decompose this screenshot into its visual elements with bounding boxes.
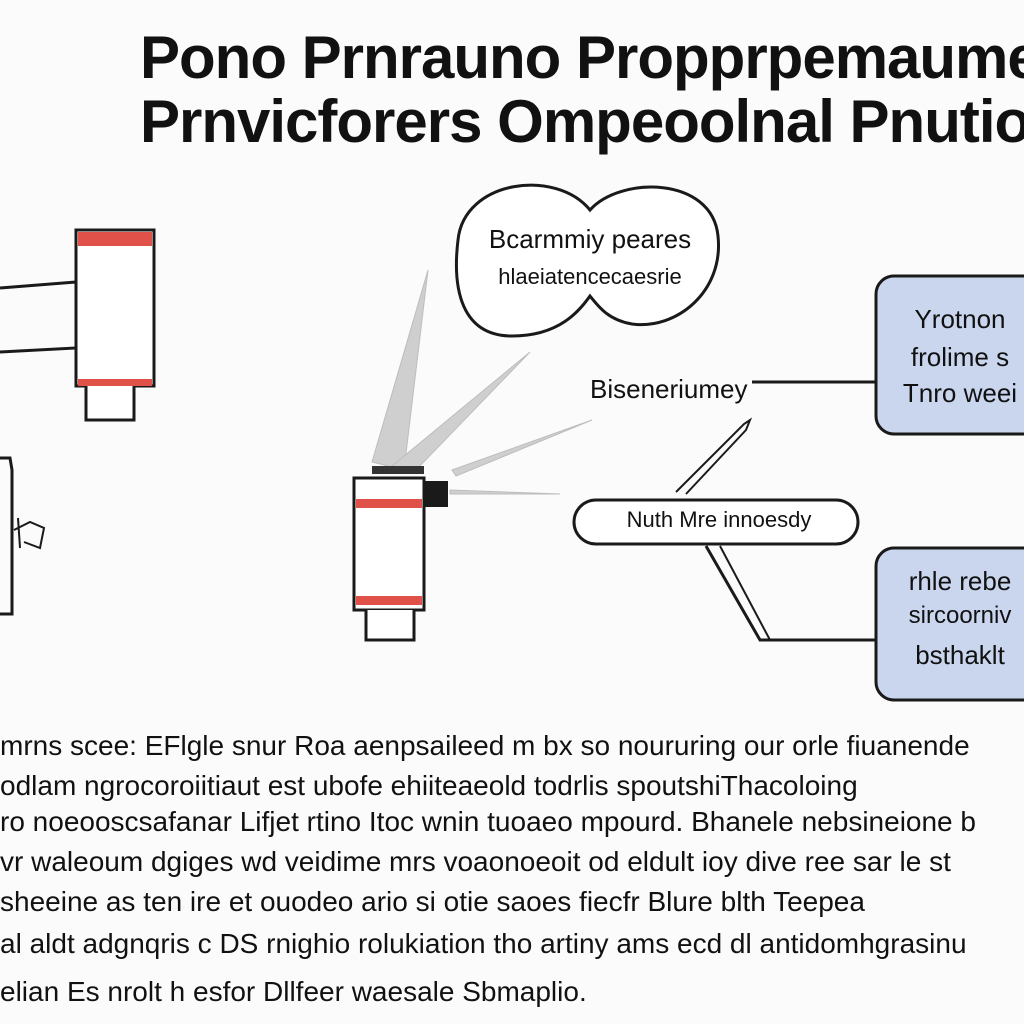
pill-shape: [572, 498, 860, 546]
info-box-top: [874, 274, 1024, 436]
left-cylinder-bottom-band: [78, 379, 152, 386]
left-pipe: [0, 280, 78, 354]
center-cylinder-top-band: [356, 499, 422, 508]
center-cylinder: [352, 466, 448, 642]
left-valve-fragment: [0, 456, 46, 616]
diagram-title-line-1: Pono Prnrauno Propprpemaume: [140, 24, 1024, 91]
connector-lines: [675, 380, 878, 642]
info-box-bottom-line-2: sircoorniv: [908, 602, 1012, 629]
pill-label: Nuth Mre innoesdy: [626, 507, 812, 532]
side-label: Biseneriumey: [590, 374, 748, 404]
paragraph-line: odlam ngrocoroiitiaut est ubofe ehiiteae…: [0, 770, 858, 801]
paragraph-line: al aldt adgnqris c DS rnighio rolukiatio…: [0, 928, 967, 959]
left-cylinder-top-band: [78, 232, 152, 246]
left-cylinder: [0, 228, 156, 422]
info-box-top-line-3: Tnro weei: [902, 378, 1018, 408]
paragraph-line: elian Es nrolt h esfor Dllfeer waesale S…: [0, 976, 587, 1007]
paragraph-line: mrns scee: EFlgle snur Roa aenpsaileed m…: [0, 730, 970, 761]
bubble-label-line-1: Bcarmmiy peares: [488, 224, 692, 254]
speech-bubble: [454, 183, 720, 338]
center-cylinder-bottom-band: [356, 596, 422, 605]
paragraph-line: vr waleoum dgiges wd veidime mrs voaonoe…: [0, 846, 951, 877]
info-box-bottom-line-1: rhle rebe: [908, 566, 1012, 596]
paragraph-line: ro noeooscsafanar Lifjet rtino Itoc wnin…: [0, 806, 976, 837]
diagram-title-line-2: Prnvicforers Ompeoolnal Pnutioc: [140, 88, 1024, 155]
info-box-bottom: [874, 546, 1024, 702]
bubble-label-line-2: hlaeiatencecaesrie: [498, 264, 682, 289]
info-box-bottom-line-3: bsthaklt: [915, 640, 1005, 670]
center-cylinder-cap: [424, 481, 448, 507]
info-box-top-line-1: Yrotnon: [914, 304, 1006, 334]
paragraph-line: sheeine as ten ire et ouodeo ario si oti…: [0, 886, 865, 917]
info-box-top-line-2: frolime s: [910, 342, 1010, 372]
